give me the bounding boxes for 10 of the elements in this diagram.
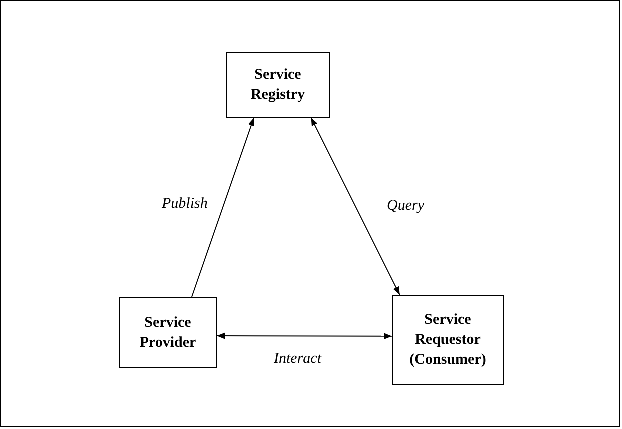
- process-box: [226, 52, 330, 118]
- box-label: Service Requestor (Consumer): [408, 311, 488, 370]
- process-box: [392, 295, 504, 385]
- arrow: [310, 118, 400, 296]
- arrow: [192, 118, 255, 298]
- edge-label: Query: [385, 198, 426, 215]
- process-box: [119, 297, 217, 368]
- arrow: [216, 332, 392, 340]
- box-label: Service Registry: [250, 66, 306, 105]
- box-label: Service Provider: [138, 314, 198, 352]
